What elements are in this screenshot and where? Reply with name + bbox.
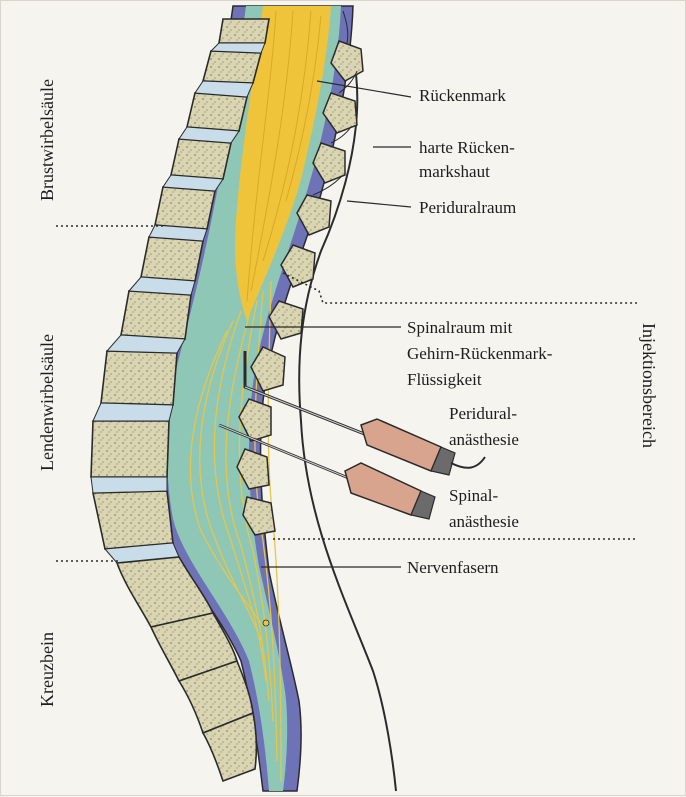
label-rueckenmark: Rückenmark <box>419 86 506 105</box>
label-spinal-line2: anästhesie <box>449 512 519 531</box>
region-brustwirbelsaeule: Brustwirbelsäule <box>37 79 57 201</box>
label-harte-line1: harte Rücken- <box>419 138 515 157</box>
label-spinalraum-line3: Flüssigkeit <box>407 370 482 389</box>
region-injektionsbereich: Injektionsbereich <box>639 323 659 448</box>
region-kreuzbein: Kreuzbein <box>37 632 57 707</box>
label-nervenfasern: Nervenfasern <box>407 558 499 577</box>
label-harte-line2: markshaut <box>419 162 490 181</box>
label-periduralraum: Periduralraum <box>419 198 516 217</box>
label-spinal-line1: Spinal- <box>449 486 498 505</box>
label-spinalraum-line2: Gehirn-Rückenmark- <box>407 344 553 363</box>
label-peridural-line1: Peridural- <box>449 404 517 423</box>
region-lendenwirbelsaeule: Lendenwirbelsäule <box>37 334 57 471</box>
label-peridural-line2: anästhesie <box>449 430 519 449</box>
label-spinalraum-line1: Spinalraum mit <box>407 318 513 337</box>
